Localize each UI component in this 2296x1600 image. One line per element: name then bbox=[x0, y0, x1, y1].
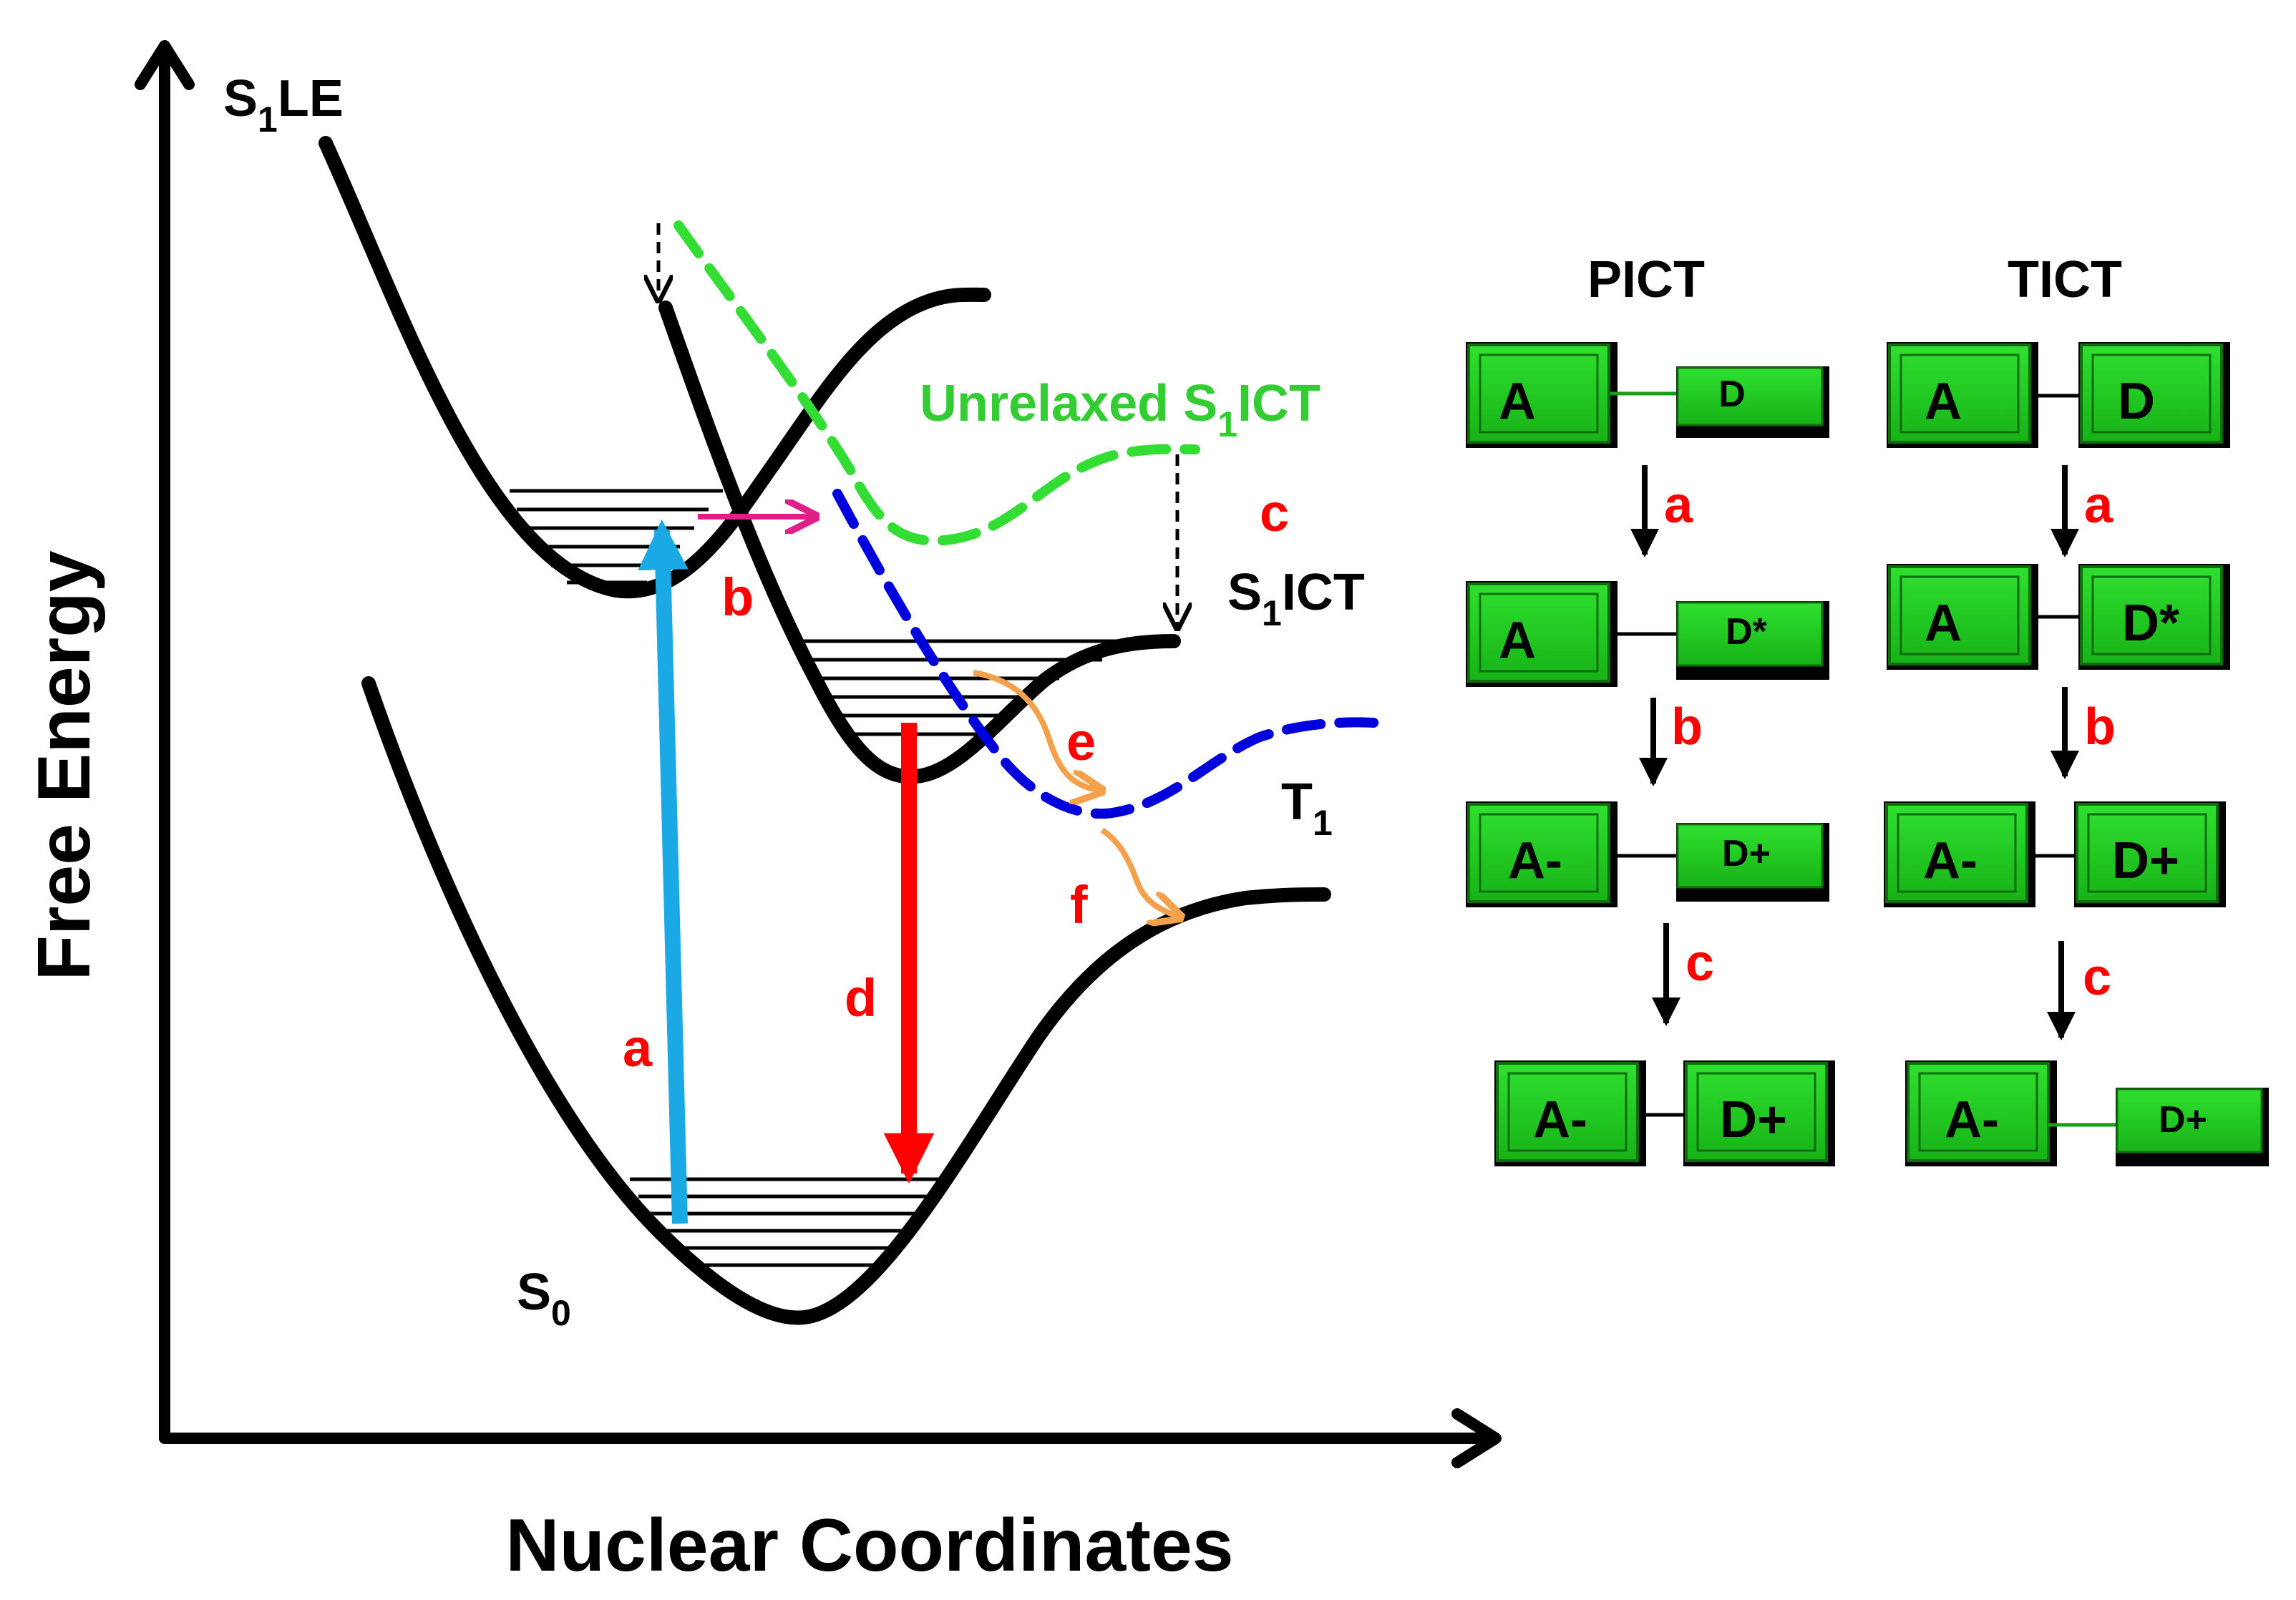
potential-curves bbox=[318, 136, 1331, 1325]
svg-text:A-: A- bbox=[1533, 1091, 1587, 1148]
label-s1ict: S1ICT bbox=[1227, 564, 1365, 633]
svg-text:D*: D* bbox=[2122, 595, 2179, 652]
label-t1: T1 bbox=[1281, 774, 1333, 843]
absorption-arrow-a bbox=[638, 519, 689, 1224]
step-label-c: c bbox=[1260, 483, 1289, 542]
s1le-curve bbox=[318, 136, 991, 599]
scheme-tict: TICT A D a A D* b bbox=[1884, 251, 2269, 1166]
tict-row-2: A D* bbox=[1887, 564, 2230, 670]
unrelaxed-s1ict-curve bbox=[673, 220, 1200, 546]
t1-curve bbox=[832, 489, 1379, 819]
svg-text:A: A bbox=[1925, 595, 1962, 652]
svg-text:A-: A- bbox=[1508, 832, 1562, 889]
svg-text:A-: A- bbox=[1945, 1091, 1999, 1148]
label-unrelaxed-s1ict: Unrelaxed S1ICT bbox=[920, 375, 1320, 444]
svg-text:D: D bbox=[1718, 374, 1746, 415]
svg-text:D+: D+ bbox=[2159, 1099, 2207, 1141]
tict-title: TICT bbox=[2008, 251, 2122, 308]
vibrational-levels-s1ict bbox=[793, 639, 1174, 736]
tict-arrow-label-b: b bbox=[2084, 698, 2116, 756]
y-axis-arrowhead bbox=[135, 40, 195, 90]
pict-arrow-label-c: c bbox=[1685, 935, 1714, 992]
svg-text:A: A bbox=[1499, 373, 1536, 430]
svg-text:A: A bbox=[1925, 373, 1962, 430]
tict-row-4: A- D+ bbox=[1905, 1060, 2269, 1166]
s0-curve bbox=[361, 676, 1331, 1325]
pict-row-2: A D* bbox=[1466, 581, 1829, 687]
label-s0: S0 bbox=[517, 1264, 571, 1333]
svg-text:D+: D+ bbox=[1720, 1091, 1787, 1148]
svg-text:D+: D+ bbox=[1722, 833, 1771, 874]
step-label-e: e bbox=[1066, 712, 1096, 771]
pict-row-4: A- D+ bbox=[1494, 1060, 1835, 1166]
svg-text:A-: A- bbox=[1923, 832, 1978, 889]
svg-text:A: A bbox=[1499, 612, 1536, 669]
step-label-f: f bbox=[1070, 875, 1088, 935]
pict-title: PICT bbox=[1587, 251, 1705, 308]
label-s1le: S1LE bbox=[223, 70, 344, 140]
svg-text:D*: D* bbox=[1726, 611, 1768, 653]
tict-row-1: A D bbox=[1887, 342, 2230, 448]
pict-row-1: A D bbox=[1466, 342, 1829, 448]
step-label-a: a bbox=[623, 1018, 653, 1078]
x-axis-arrowhead bbox=[1451, 1408, 1502, 1468]
s1ict-curve bbox=[658, 301, 1181, 784]
axes: Nuclear Coordinates Free Energy bbox=[23, 40, 1502, 1587]
scheme-pict: PICT A D a A D* b bbox=[1466, 251, 1835, 1166]
pict-arrow-label-a: a bbox=[1664, 477, 1693, 534]
step-label-d: d bbox=[845, 968, 877, 1028]
pict-arrow-label-b: b bbox=[1671, 698, 1703, 756]
tict-row-3: A- D+ bbox=[1884, 801, 2226, 907]
svg-text:D+: D+ bbox=[2112, 832, 2179, 889]
pict-row-3: A- D+ bbox=[1466, 801, 1829, 907]
isc-arrow-e bbox=[973, 670, 1102, 791]
step-label-b: b bbox=[721, 567, 754, 627]
tict-arrow-label-a: a bbox=[2084, 477, 2113, 534]
svg-text:D: D bbox=[2118, 373, 2155, 430]
isc-arrow-f bbox=[1100, 827, 1181, 917]
y-axis-title: Free Energy bbox=[23, 550, 106, 980]
tict-arrow-label-c: c bbox=[2083, 949, 2111, 1006]
x-axis-title: Nuclear Coordinates bbox=[505, 1504, 1233, 1587]
